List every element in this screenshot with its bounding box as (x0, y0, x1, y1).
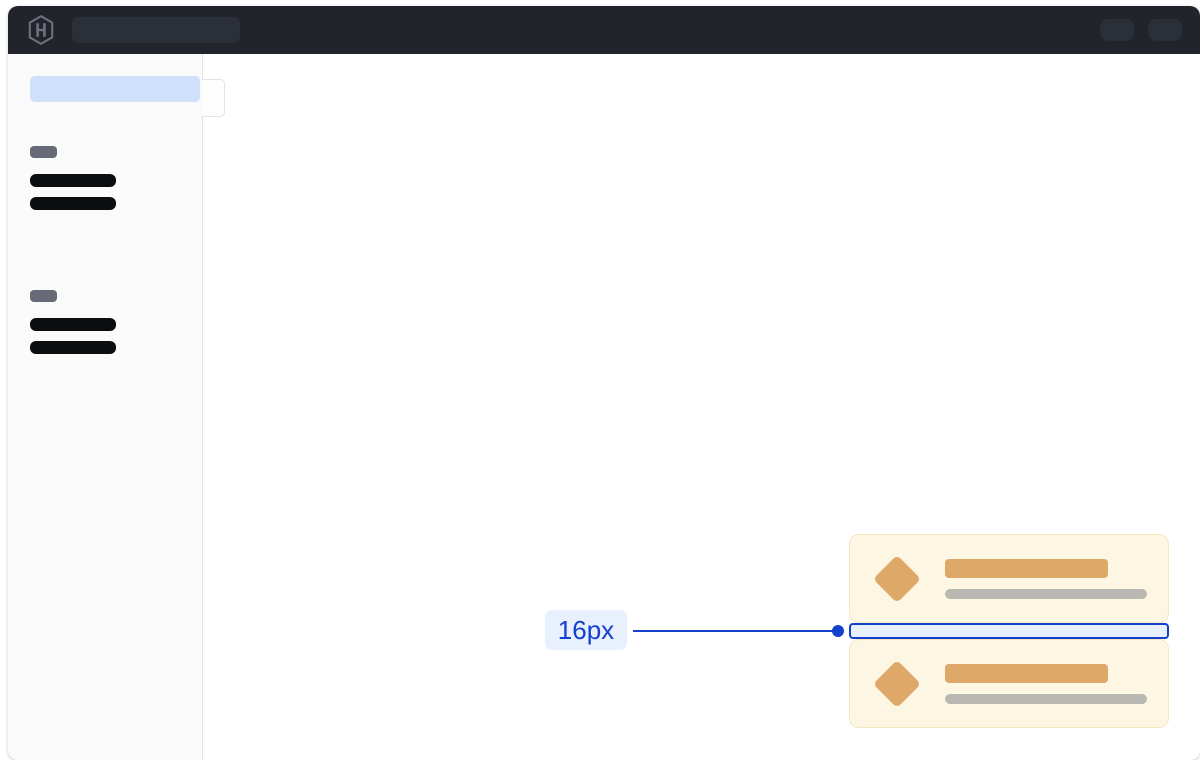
measurement-anchor-dot (832, 625, 844, 637)
omnibar-search-input[interactable] (72, 17, 240, 43)
diamond-icon (872, 659, 922, 708)
hashicorp-hexagon-logo-icon[interactable] (28, 15, 54, 45)
sidebar-group-1 (30, 146, 116, 220)
sidebar-group-1-label (30, 146, 57, 158)
sidebar (8, 54, 225, 760)
card-2[interactable] (849, 639, 1169, 728)
app-body: 16px (8, 54, 1200, 760)
diamond-icon (872, 554, 922, 603)
measurement-value-label: 16px (545, 610, 627, 650)
app-window: 16px (8, 6, 1200, 760)
sidebar-item-g1-1[interactable] (30, 174, 116, 187)
sidebar-item-active[interactable] (30, 76, 200, 102)
card-1-lines (945, 558, 1175, 599)
card-1-title (945, 558, 1108, 578)
titlebar (8, 6, 1200, 54)
card-2-title (945, 663, 1108, 683)
card-1-subtitle (945, 588, 1147, 599)
card-1[interactable] (849, 534, 1169, 623)
card-2-lines (945, 663, 1175, 704)
sidebar-item-g2-1[interactable] (30, 318, 116, 331)
sidebar-collapse-tab[interactable] (202, 79, 225, 117)
main-canvas: 16px (203, 54, 1200, 760)
titlebar-pill-2[interactable] (1148, 19, 1182, 41)
measurement-leader-line (633, 630, 837, 632)
sidebar-group-2 (30, 290, 116, 364)
sidebar-item-g1-2[interactable] (30, 197, 116, 210)
sidebar-item-g2-2[interactable] (30, 341, 116, 354)
card-2-subtitle (945, 693, 1147, 704)
card-stack (849, 534, 1169, 728)
gap-measurement-highlight (849, 623, 1169, 639)
sidebar-group-2-label (30, 290, 57, 302)
titlebar-pill-1[interactable] (1100, 19, 1134, 41)
